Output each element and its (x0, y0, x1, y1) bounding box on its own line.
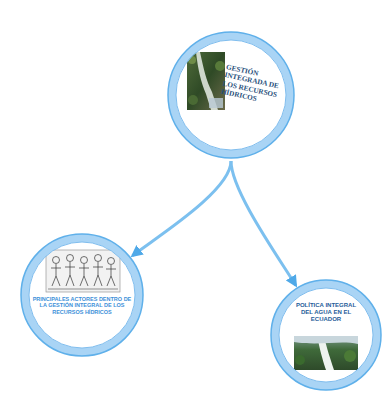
circle-outline (270, 279, 382, 391)
circle-outline (20, 233, 144, 357)
topic-circle: GESTIÓN INTEGRADA DE LOS RECURSOS HÍDRIC… (167, 31, 295, 159)
waterfall-photo (187, 52, 225, 110)
subtopic-circle: POLÍTICA INTEGRAL DEL AGUA EN EL ECUADOR (270, 279, 382, 391)
circle-label: POLÍTICA INTEGRAL DEL AGUA EN EL ECUADOR (291, 302, 361, 323)
circle-label: GESTIÓN INTEGRADA DE LOS RECURSOS HÍDRIC… (220, 63, 286, 108)
subtopic-circle: PRINCIPALES ACTORES DENTRO DE LA GESTIÓN… (20, 233, 144, 357)
people-sketch (46, 250, 120, 292)
circle-label: PRINCIPALES ACTORES DENTRO DE LA GESTIÓN… (32, 296, 132, 315)
arrow-connector (133, 161, 231, 256)
waterfall-photo (294, 336, 358, 370)
arrow-connector (231, 161, 296, 285)
